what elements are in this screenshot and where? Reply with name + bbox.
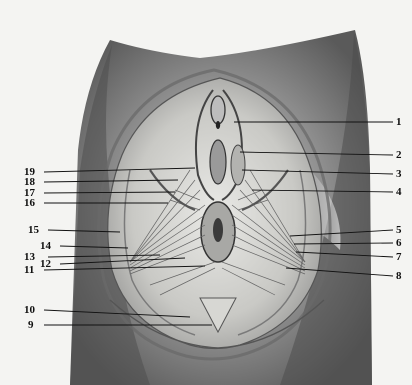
label-5: 5	[396, 224, 402, 236]
label-2: 2	[396, 149, 402, 161]
label-13: 13	[24, 251, 35, 263]
label-11: 11	[24, 264, 34, 276]
label-7: 7	[396, 251, 402, 263]
label-10: 10	[24, 304, 35, 316]
label-17: 17	[24, 187, 35, 199]
label-12: 12	[40, 258, 51, 270]
label-15: 15	[28, 224, 39, 236]
label-19: 19	[24, 166, 35, 178]
urethral-orifice	[216, 121, 220, 129]
anus	[213, 218, 223, 242]
label-6: 6	[396, 237, 402, 249]
label-9: 9	[28, 319, 34, 331]
clitoris	[211, 96, 225, 124]
label-3: 3	[396, 168, 402, 180]
label-14: 14	[40, 240, 51, 252]
label-4: 4	[396, 186, 402, 198]
bulb-of-vestibule-right	[231, 145, 245, 185]
label-8: 8	[396, 270, 402, 282]
label-1: 1	[396, 116, 402, 128]
vaginal-orifice	[210, 140, 226, 184]
